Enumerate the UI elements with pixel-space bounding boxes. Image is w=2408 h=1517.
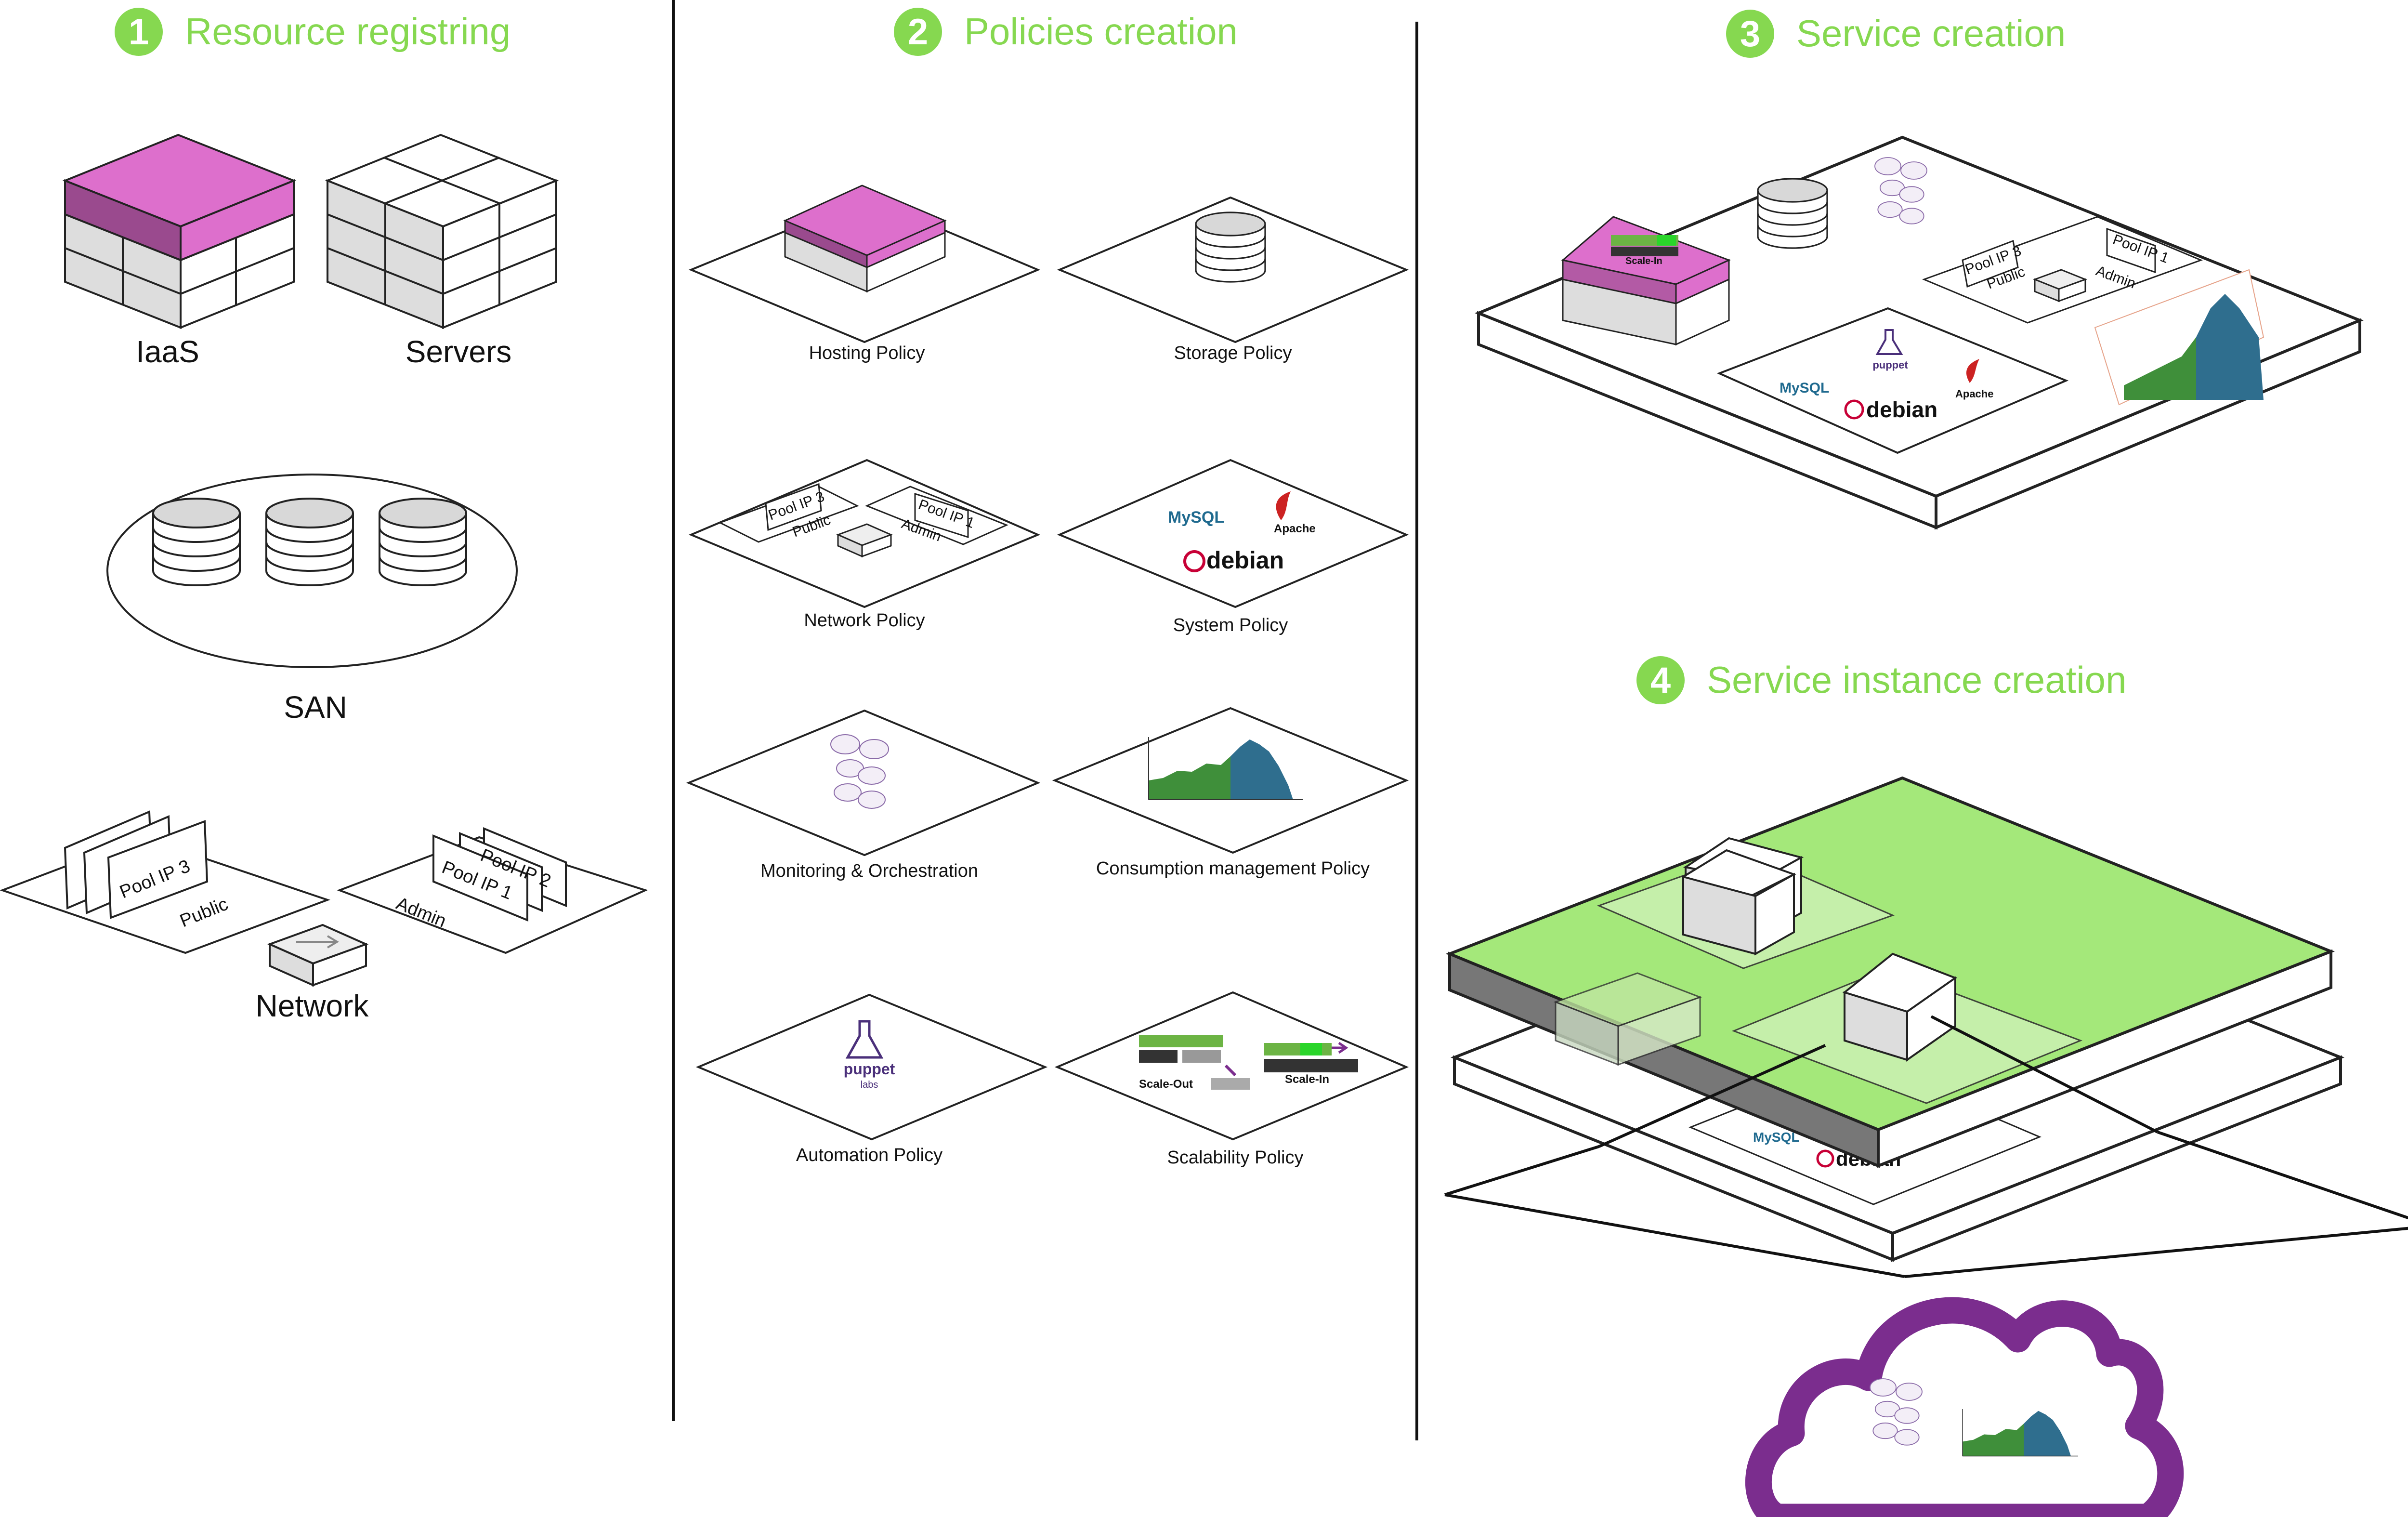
storage-policy-label: Storage Policy [1174,343,1292,363]
step-3-heading: 3 Service creation [1726,10,2066,58]
system-apache-feather-icon [1276,491,1291,520]
instance-server-box-3 [1682,872,1795,956]
step-4-heading: 4 Service instance creation [1636,656,2126,704]
step-2-title: Policies creation [964,10,1238,53]
service-system-plane: MySQL puppet Apache debian [1716,307,2069,454]
step-3-badge [1726,10,1774,58]
service-hosting-block: Scale-In [1561,216,1731,346]
automation-puppet-labs: labs [861,1080,878,1090]
service-apache-feather-icon [1966,359,1979,383]
hosting-policy-plane [688,185,1041,343]
san-label: SAN [284,690,347,725]
step-2-badge [894,8,942,56]
step-4-title: Service instance creation [1707,659,2126,701]
instance-mysql-logo: MySQL [1753,1130,1799,1145]
network-switch [267,923,369,987]
iaas-block [62,133,297,329]
service-scale-in-label: Scale-In [1625,256,1662,266]
step-1-title: Resource registring [185,10,510,53]
network-public-plane: Pool IP 3 Public [0,810,330,954]
step-1-number: 1 [129,12,149,53]
consumption-policy-plane [1052,707,1409,854]
automation-puppet-logo: puppet [844,1060,895,1078]
system-policy-label: System Policy [1173,615,1288,635]
step-4-badge [1636,656,1685,704]
service-consumption-chart [2094,269,2264,406]
instance-server-box-4 [1842,952,1958,1062]
step-1-badge [115,8,163,56]
system-debian-logo: debian [1206,547,1284,574]
service-debian-logo: debian [1866,397,1937,422]
system-policy-plane: MySQL Apache debian [1057,459,1409,608]
servers-label: Servers [406,334,512,369]
step-3-number: 3 [1740,13,1760,54]
servers-block [325,133,559,329]
network-policy-plane: Pool IP 3 Pool IP 1 Public Admin [688,459,1041,608]
system-mysql-logo: MySQL [1168,508,1224,527]
monitoring-policy-label: Monitoring & Orchestration [760,861,978,881]
automation-puppet-flask-icon [845,1020,884,1059]
instance-projection-frame [1444,1015,2408,1278]
step-1-heading: 1 Resource registring [115,8,510,56]
automation-policy-plane: puppet labs [695,993,1048,1141]
system-apache-logo: Apache [1274,522,1316,535]
service-puppet-logo: puppet [1872,359,1908,371]
instance-debian-swirl-icon [1816,1149,1834,1168]
scale-in-label: Scale-In [1285,1073,1329,1086]
instance-green-platform [1445,776,2335,1168]
step-3-title: Service creation [1796,12,2066,54]
service-monitoring-bubbles [1874,157,1927,224]
network-label: Network [256,989,369,1023]
network-policy-label: Network Policy [804,610,925,631]
service-mysql-logo: MySQL [1780,380,1829,396]
san-block [106,474,518,668]
hosting-policy-label: Hosting Policy [809,343,925,363]
scalability-policy-plane: Scale-Out Scale-In [1054,991,1409,1141]
system-debian-swirl-icon [1183,550,1205,572]
service-storage-disk [1757,178,1828,249]
step-4-number: 4 [1650,660,1671,701]
network-admin-plane: Pool IP 2 Pool IP 1 Admin [337,827,648,954]
automation-policy-label: Automation Policy [796,1145,942,1165]
cloud-shape [1745,1297,2184,1517]
step-2-number: 2 [908,12,928,53]
storage-policy-plane [1057,196,1409,343]
monitoring-policy-plane [686,709,1041,857]
service-network-plane: Pool IP 3 Pool IP 1 Public Admin [1922,216,2203,324]
scalability-policy-label: Scalability Policy [1167,1148,1304,1168]
service-debian-swirl-icon [1844,399,1864,420]
step-2-heading: 2 Policies creation [894,8,1238,56]
service-puppet-flask-icon [1875,329,1903,355]
scale-out-label: Scale-Out [1139,1078,1193,1091]
service-apache-logo: Apache [1955,388,1993,400]
consumption-policy-label: Consumption management Policy [1096,858,1370,879]
iaas-label: IaaS [136,334,199,369]
